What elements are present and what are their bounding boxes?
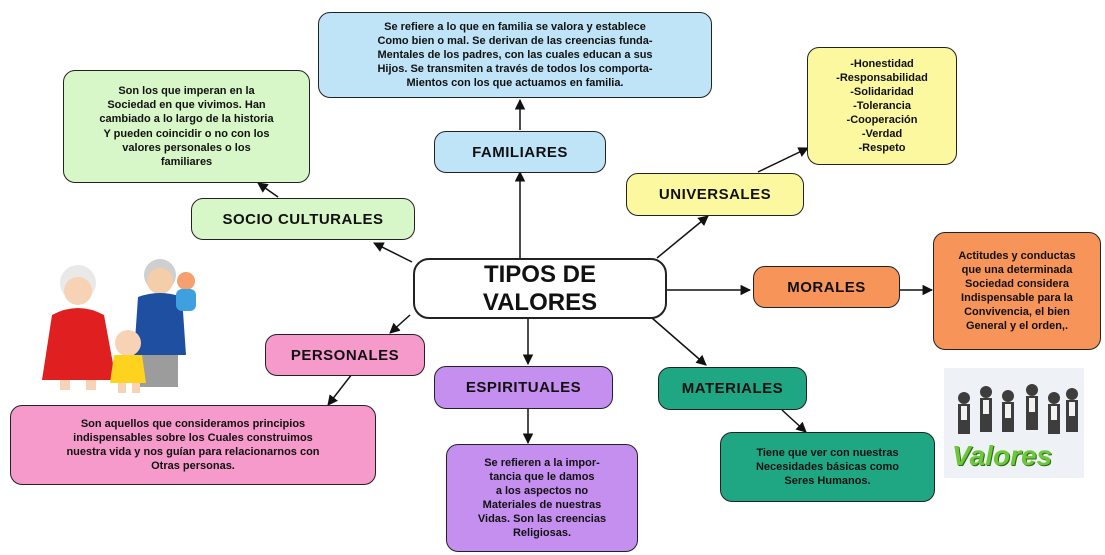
desc-universales-line: -Cooperación — [846, 114, 918, 127]
desc-socio-culturales: Son los que imperan en la Sociedad en qu… — [63, 70, 310, 183]
desc-universales-line: -Respeto — [858, 142, 906, 155]
node-materiales: MATERIALES — [658, 367, 807, 410]
desc-morales-line: Sociedad considera — [965, 277, 1069, 290]
central-node: TIPOS DE VALORES — [413, 258, 667, 319]
desc-socio-line: Sociedad en que vivimos. Han — [107, 99, 266, 112]
desc-universales-line: -Honestidad — [850, 57, 914, 70]
desc-espirituales-line: Materiales de nuestras — [482, 499, 602, 511]
desc-personales-line: Otras personas. — [151, 460, 235, 473]
desc-morales: Actitudes y conductas que una determinad… — [933, 232, 1101, 350]
arrow-central-universales — [656, 215, 709, 259]
desc-morales-line: General y el orden,. — [965, 320, 1069, 333]
desc-universales-line: -Tolerancia — [853, 99, 911, 112]
desc-universales: -Honestidad -Responsabilidad -Solidarida… — [807, 47, 957, 165]
desc-espirituales-line: Vidas. Son las creencias — [477, 513, 607, 526]
desc-personales-line: indispensables sobre los Cuales construi… — [73, 431, 313, 444]
node-espirituales: ESPIRITUALES — [434, 366, 613, 409]
desc-universales-line: -Solidaridad — [850, 85, 914, 98]
desc-familiares-line: Hijos. Se transmiten a través de todos l… — [377, 63, 653, 76]
arrow-universales-desc — [757, 147, 809, 173]
desc-universales-line: -Responsabilidad — [836, 71, 928, 84]
desc-socio-line: familiares — [160, 155, 213, 168]
valores-photo: Valores — [944, 368, 1084, 478]
desc-personales-line: Son aquellos que consideramos principios — [80, 417, 306, 430]
desc-morales-line: Actitudes y conductas — [958, 249, 1076, 262]
desc-espirituales-line: Religiosas. — [512, 527, 572, 540]
desc-personales: Son aquellos que consideramos principios… — [10, 405, 376, 485]
desc-materiales-line: Tiene que ver con nuestras — [756, 446, 899, 459]
node-socio-culturales: SOCIO CULTURALES — [191, 198, 415, 240]
people-crowd-image — [944, 368, 1084, 478]
arrow-central-socio — [373, 242, 413, 263]
central-title-line2: VALORES — [482, 288, 598, 316]
desc-socio-line: cambiado a lo largo de la historia — [99, 113, 274, 126]
node-morales: MORALES — [753, 266, 900, 308]
desc-morales-line: Indispensable para la — [961, 292, 1073, 304]
desc-materiales: Tiene que ver con nuestras Necesidades b… — [720, 432, 935, 502]
arrow-socio-desc — [257, 182, 279, 198]
arrow-personales-desc — [327, 373, 353, 406]
desc-materiales-line: Seres Humanos. — [784, 475, 871, 488]
desc-socio-line: Y pueden coincidir o no con los — [103, 127, 270, 140]
desc-espirituales-line: a los aspectos no — [495, 484, 589, 497]
central-title-line1: TIPOS DE — [483, 260, 596, 288]
arrow-central-materiales — [651, 317, 707, 366]
arrow-materiales-desc — [781, 409, 807, 433]
desc-materiales-line: Necesidades básicas como — [755, 460, 900, 473]
desc-familiares: Se refiere a lo que en familia se valora… — [318, 12, 712, 98]
node-familiares: FAMILIARES — [434, 131, 606, 173]
family-illustration — [42, 259, 196, 393]
desc-universales-line: -Verdad — [861, 128, 903, 141]
desc-espirituales-line: tancia que le damos — [489, 470, 595, 483]
desc-personales-line: nuestra vida y nos guían para relacionar… — [66, 446, 320, 458]
desc-morales-line: que una determinada — [961, 263, 1073, 276]
desc-familiares-line: Se refiere a lo que en familia se valora… — [384, 20, 646, 33]
node-personales: PERSONALES — [265, 334, 425, 376]
desc-socio-line: Son los que imperan en la — [118, 85, 255, 98]
desc-socio-line: valores personales o los — [122, 141, 251, 154]
node-universales: UNIVERSALES — [626, 173, 804, 216]
desc-espirituales-line: Se refieren a la impor- — [484, 456, 600, 469]
valores-photo-label: Valores — [952, 440, 1053, 471]
desc-familiares-line: Mientos con los que actuamos en familia. — [406, 77, 624, 90]
desc-familiares-line: Como bien o mal. Se derivan de las creen… — [377, 34, 653, 47]
desc-espirituales: Se refieren a la impor- tancia que le da… — [446, 444, 638, 552]
arrow-central-personales — [389, 314, 411, 334]
desc-familiares-line: Mentales de los padres, con las cuales e… — [377, 48, 653, 61]
desc-morales-line: Convivencia, el bien — [964, 306, 1070, 319]
